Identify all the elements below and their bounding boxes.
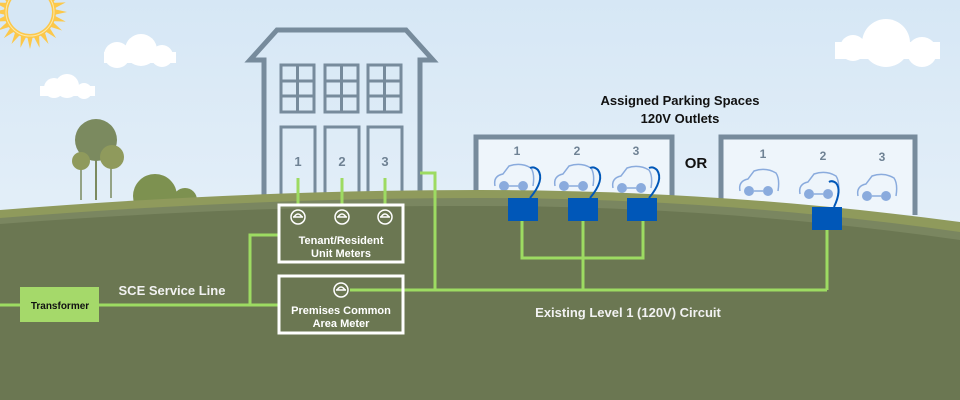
unit-number: 3 (381, 154, 388, 169)
car-icon (611, 165, 653, 193)
sun-ray (53, 15, 66, 22)
tenant-meter-box (277, 203, 405, 264)
car-icon (493, 163, 535, 191)
tenant-feed-wire (248, 233, 280, 305)
service-line-label: SCE Service Line (119, 283, 226, 298)
car-icon (553, 163, 595, 191)
sun-ray (54, 9, 67, 15)
sun-ray (0, 9, 6, 15)
outlet-box (508, 198, 538, 221)
space-number: 1 (760, 147, 767, 161)
parking-subtitle: 120V Outlets (641, 111, 720, 126)
window (323, 63, 360, 114)
outlet-box (627, 198, 657, 221)
unit-number: 1 (294, 154, 301, 169)
window (279, 63, 316, 114)
meter-icon (377, 209, 393, 225)
meter-icon (333, 282, 349, 298)
common-meter-label: Premises Common (291, 305, 391, 317)
common-meter-label: Area Meter (313, 318, 371, 330)
cloud-icon (104, 34, 176, 68)
common-feed-wire (350, 171, 437, 292)
space-number: 1 (514, 144, 521, 158)
tenant-meter-label: Tenant/Resident (299, 235, 384, 247)
tenant-meter-label: Unit Meters (311, 248, 371, 260)
car-icon (738, 168, 780, 196)
meter-icon (290, 209, 306, 225)
window (366, 63, 403, 114)
sun-ray (50, 22, 63, 31)
space-number: 3 (633, 144, 640, 158)
car-icon (798, 171, 840, 199)
meter-icon (334, 209, 350, 225)
circuit-label: Existing Level 1 (120V) Circuit (535, 305, 721, 320)
cloud-icon (835, 19, 940, 67)
space-number: 2 (574, 144, 581, 158)
unit-number: 2 (338, 154, 345, 169)
charging-cables (529, 166, 840, 208)
sun-ray (27, 36, 33, 49)
tree-icon (72, 119, 124, 200)
transformer-box (20, 287, 99, 322)
space-number: 3 (879, 150, 886, 164)
sun-ray (11, 32, 20, 45)
parking-title: Assigned Parking Spaces (601, 93, 760, 108)
space-number: 2 (820, 149, 827, 163)
or-label: OR (685, 155, 708, 172)
transformer-label: Transformer (31, 301, 89, 312)
outlet-box (568, 198, 598, 221)
outlet-box (812, 207, 842, 230)
sun-ray (53, 2, 66, 9)
car-icon (856, 173, 898, 201)
cloud-icon (40, 74, 95, 99)
common-meter-box (277, 274, 405, 335)
sun-ray (20, 35, 27, 48)
sun-ray (40, 32, 49, 45)
sun-ray (33, 35, 40, 48)
ground (0, 205, 960, 400)
sun-icon (0, 0, 67, 49)
